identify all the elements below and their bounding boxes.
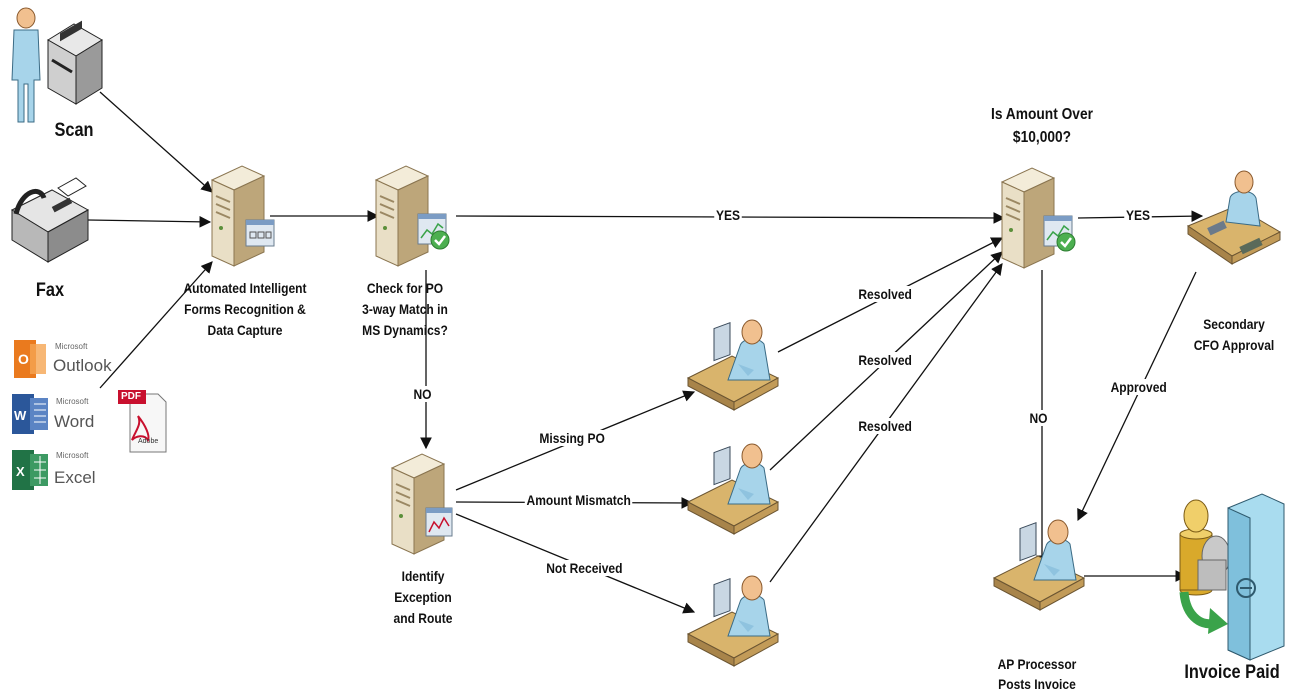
invoice-paid-label: Invoice Paid: [1184, 662, 1280, 683]
cfo-approver-icon: [1186, 170, 1282, 265]
exception-server-icon: [391, 453, 453, 555]
scan-label: Scan: [54, 120, 94, 141]
amount-check-server-icon: [1001, 167, 1077, 269]
vault-icon: [1227, 493, 1285, 661]
svg-text:X: X: [16, 464, 25, 479]
capture-server-icon: [211, 165, 275, 267]
scanner-icon: [47, 20, 103, 105]
svg-text:O: O: [18, 351, 29, 367]
curved-arrow-icon: [1179, 591, 1228, 634]
edge-label-no-2: NO: [1027, 410, 1050, 426]
mismatch-clerk-icon: [687, 443, 779, 535]
outlook-brand: Microsoft: [55, 342, 88, 351]
cfo-label: Secondary CFO Approval: [1193, 316, 1275, 353]
edge-label-yes-1: YES: [714, 207, 742, 223]
adobe-text: Adobe: [138, 438, 159, 445]
capture-label: Automated Intelligent Forms Recognition …: [183, 280, 307, 338]
word-label: Word: [54, 412, 95, 431]
edge-label-missing-po: Missing PO: [537, 430, 607, 446]
missing-po-clerk-icon: [687, 319, 779, 411]
excel-logo-icon: X: [12, 450, 48, 490]
edge-label-yes-2: YES: [1124, 207, 1152, 223]
word-logo-icon: W: [12, 394, 48, 434]
edge-scan-to-capture: [99, 91, 213, 193]
excel-brand: Microsoft: [56, 451, 89, 460]
word-brand: Microsoft: [56, 397, 89, 406]
edge-label-resolved-3: Resolved: [856, 418, 914, 434]
outlook-logo-icon: O: [14, 340, 46, 378]
edge-docs-to-capture: [99, 261, 213, 389]
po-check-label: Check for PO 3-way Match in MS Dynamics?: [362, 280, 448, 338]
svg-text:W: W: [14, 408, 27, 423]
po-check-server-icon: [375, 165, 451, 267]
amount-check-label: Is Amount Over $10,000?: [991, 106, 1093, 146]
pdf-badge: PDF: [121, 391, 141, 402]
scanner-person-icon: [11, 7, 41, 123]
outlook-label: Outlook: [53, 356, 112, 375]
not-received-clerk-icon: [687, 575, 779, 667]
edge-label-resolved-1: Resolved: [856, 286, 914, 302]
ap-label: AP Processor Posts Invoice: [997, 656, 1077, 692]
edge-label-not-received: Not Received: [544, 560, 625, 576]
edge-label-resolved-2: Resolved: [856, 352, 914, 368]
excel-label: Excel: [54, 468, 96, 487]
edge-cfo-to-ap-approved: [1077, 271, 1197, 522]
edge-label-no-1: NO: [411, 386, 434, 402]
exception-label: Identify Exception and Route: [393, 568, 453, 626]
fax-icon: [10, 177, 90, 263]
edge-fax-to-capture: [87, 215, 212, 228]
ap-processor-icon: [993, 519, 1085, 611]
coin-stack-icon: [1179, 499, 1231, 596]
pdf-document-icon: [118, 390, 167, 453]
edge-label-amount-mismatch: Amount Mismatch: [524, 492, 633, 508]
edge-label-approved: Approved: [1108, 379, 1169, 395]
fax-label: Fax: [35, 280, 65, 301]
